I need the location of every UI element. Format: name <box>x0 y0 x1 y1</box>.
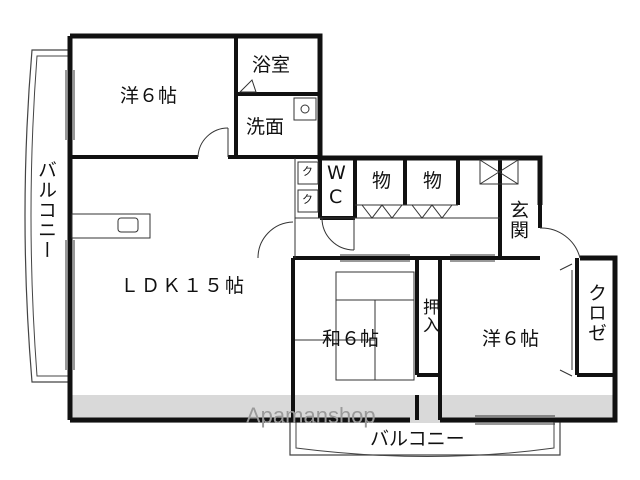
western-room-2-label: 洋６帖 <box>482 328 540 350</box>
left-balcony-outline <box>24 49 70 383</box>
bottom-balcony-label: バルコニー <box>370 428 465 450</box>
closet-mark-2: ク <box>302 193 313 206</box>
bathroom-label: 浴室 <box>252 54 291 76</box>
entrance-label: 玄関 <box>507 200 529 240</box>
western-room-1-label: 洋６帖 <box>120 85 178 107</box>
closet-mark-1: ク <box>302 165 313 178</box>
wc-label-c: C <box>329 186 343 208</box>
left-balcony-label: バルコニー <box>35 160 57 260</box>
closet-label: クロゼ <box>585 283 607 343</box>
left-balcony-inner <box>30 55 70 377</box>
storage-2-label: 物 <box>423 170 443 192</box>
bottom-balcony-curve <box>295 420 555 457</box>
fixtures <box>65 70 581 425</box>
oshiire-label: 押入 <box>419 298 439 334</box>
watermark-logo: Apamanshop <box>246 403 376 428</box>
ldk-label: ＬＤＫ１５帖 <box>120 275 247 297</box>
storage-1-label: 物 <box>372 170 392 192</box>
washroom-label: 洗面 <box>246 116 285 138</box>
wc-label-w: W <box>327 162 346 184</box>
bottom-balcony-outline <box>289 420 561 456</box>
japanese-room-label: 和６帖 <box>322 328 380 350</box>
